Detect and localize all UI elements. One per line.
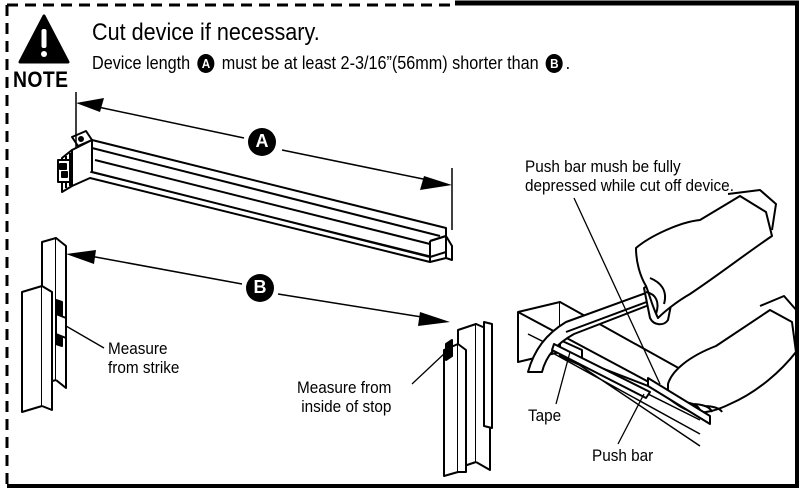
subtitle-middle: must be at least 2-3/16”(56mm) shorter t… [221, 52, 539, 73]
dimension-a-line [75, 92, 453, 230]
note-subtitle: Device length A must be at least 2-3/16”… [92, 52, 570, 74]
tape-leader [555, 351, 571, 405]
measure-stop-label: Measure from inside of stop [297, 378, 391, 416]
stop-leader [411, 351, 447, 385]
tape-label: Tape [528, 406, 562, 425]
marker-a-circle [248, 128, 276, 156]
note-title: Cut device if necessary. [92, 19, 320, 46]
dimension-b-line [66, 250, 450, 326]
warning-icon [18, 14, 70, 64]
subtitle-marker-a: A [197, 53, 215, 73]
cutting-illustration [517, 189, 799, 447]
measure-strike-label: Measure from strike [108, 339, 179, 377]
exit-device-drawing [57, 130, 453, 263]
pushbar-note-line-1: Push bar mush be fully [525, 157, 681, 176]
measure-strike-line-1: Measure [108, 339, 168, 358]
strike-jamb-drawing [21, 237, 67, 413]
subtitle-marker-b: B [545, 53, 563, 73]
note-label: NOTE [13, 67, 69, 92]
marker-b-circle [246, 274, 274, 302]
subtitle-before: Device length [92, 52, 191, 73]
measure-stop-line-1: Measure from [297, 378, 392, 397]
dimension-a-label: A [255, 131, 269, 151]
pushbar-leader [617, 393, 645, 445]
measure-strike-line-2: from strike [108, 358, 180, 377]
pushbar-note-label: Push bar mush be fully depressed while c… [525, 157, 734, 195]
pushbar-note-leader [573, 197, 661, 385]
strike-leader [65, 325, 105, 349]
subtitle-after: . [565, 52, 571, 73]
pushbar-note-line-2: depressed while cut off device. [525, 176, 734, 195]
dimension-b-label: B [253, 277, 267, 297]
pushbar-label: Push bar [592, 446, 654, 465]
door-stop-drawing [443, 321, 493, 477]
measure-stop-line-2: inside of stop [301, 397, 392, 416]
